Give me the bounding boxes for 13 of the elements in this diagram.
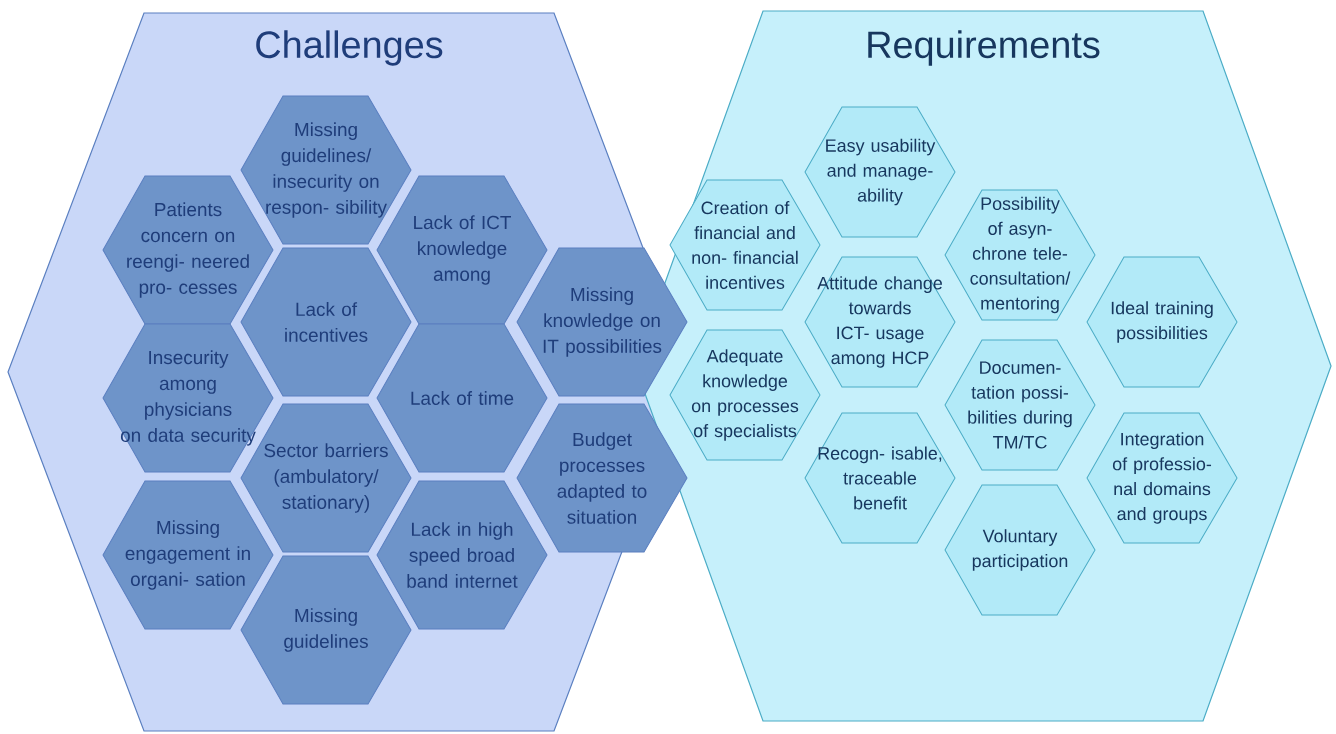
hexagon: Missing knowledge on IT possibilities [516, 247, 688, 397]
hexagon: Lack in high speed broad band internet [376, 480, 548, 630]
hexagon: Possibility of asyn- chrone tele- consultation/ mentoring [944, 189, 1096, 321]
hexagon: Integration of professio- nal domains and groups [1086, 412, 1238, 544]
hexagon: Missing engagement in organi- sation [102, 480, 274, 630]
hexagon: Easy usability and manage- ability [804, 106, 956, 238]
hexagon: Documen- tation possi- bilities during TM/TC [944, 339, 1096, 471]
hexagon: Missing guidelines/ insecurity on respon- sibility [240, 95, 412, 245]
hexagon: Attitude change towards ICT- usage among HCP [804, 256, 956, 388]
hexagon: Recogn- isable, traceable benefit [804, 412, 956, 544]
hexagon: Budget processes adapted to situation [516, 403, 688, 553]
hexagon: Voluntary participation [944, 484, 1096, 616]
hexagon: Ideal training possibilities [1086, 256, 1238, 388]
